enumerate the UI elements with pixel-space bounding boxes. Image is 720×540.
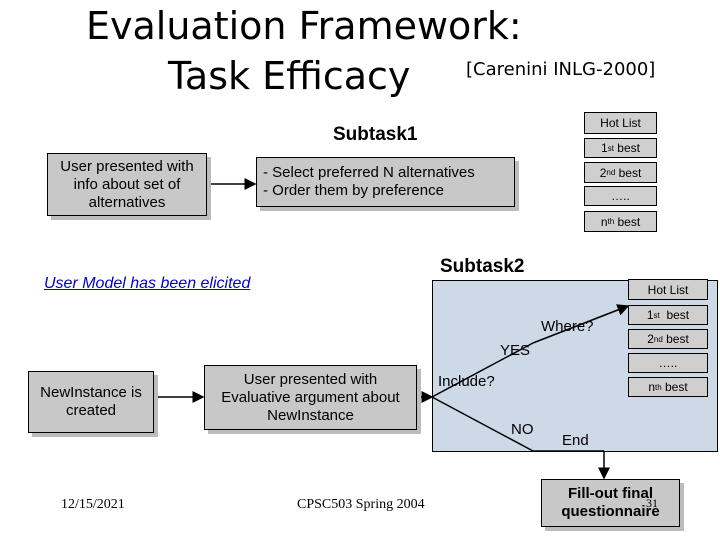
- newinstance-text: NewInstance is created: [40, 384, 142, 419]
- hotlist2-title: Hot List: [628, 279, 708, 300]
- user-info-box: User presented with info about set of al…: [47, 153, 207, 216]
- hotlist1-item-rest: best: [615, 165, 642, 180]
- user-model-label: User Model has been elicited: [44, 275, 251, 292]
- hotlist2-item-rest: best: [661, 380, 688, 394]
- hotlist1-item-rest: best: [614, 214, 641, 229]
- hotlist1-item-sup: nd: [606, 168, 616, 177]
- citation: [Carenini INLG-2000]: [466, 59, 656, 80]
- select-order-text: - Select preferred N alternatives - Orde…: [263, 164, 475, 200]
- hotlist2-item-num: 2: [647, 332, 654, 346]
- include-label: Include?: [438, 373, 495, 390]
- select-order-box: - Select preferred N alternatives - Orde…: [256, 157, 515, 207]
- hotlist2-item-sup: th: [655, 382, 662, 392]
- hotlist2-item: …..: [628, 353, 708, 373]
- hotlist2-item-num: 1: [646, 308, 654, 322]
- hotlist1-title: Hot List: [584, 112, 657, 134]
- hotlist1-item: …..: [584, 186, 657, 206]
- hotlist1-title-text: Hot List: [600, 116, 641, 130]
- questionnaire-box: Fill-out final questionnaire: [541, 479, 680, 527]
- where-label: Where?: [541, 318, 594, 335]
- hotlist1-item-rest: best: [613, 141, 640, 155]
- end-label: End: [562, 432, 589, 449]
- hotlist1-item-num: 2: [599, 165, 607, 180]
- user-info-text: User presented with info about set of al…: [60, 157, 194, 211]
- title-line2: Task Efficacy: [168, 54, 411, 98]
- argument-box: User presented with Evaluative argument …: [204, 365, 417, 430]
- hotlist1-item-sup: st: [607, 143, 614, 153]
- hotlist1-item-sup: th: [607, 217, 615, 226]
- order-line: - Order them by preference: [263, 182, 444, 199]
- diamond-edge-top-left: [431, 342, 534, 398]
- title-line1: Evaluation Framework:: [86, 4, 522, 48]
- no-label: NO: [511, 421, 534, 438]
- hotlist2-item-rest: …..: [658, 356, 678, 370]
- subtask2-label: Subtask2: [440, 256, 525, 277]
- hotlist2-item-rest: best: [662, 332, 689, 346]
- select-line: - Select preferred N alternatives: [263, 164, 475, 181]
- hotlist1-item-num: 1: [601, 141, 608, 155]
- footer-course: CPSC503 Spring 2004: [297, 497, 425, 512]
- argument-text: User presented with Evaluative argument …: [221, 370, 400, 424]
- hotlist2-item-rest: best: [659, 308, 690, 322]
- hotlist2-title-text: Hot List: [647, 282, 689, 297]
- diamond-edge-bottom-left: [431, 396, 534, 452]
- footer-date: 12/15/2021: [61, 497, 125, 512]
- yes-label: YES: [500, 342, 531, 359]
- questionnaire-text: Fill-out final questionnaire: [561, 485, 660, 520]
- hotlist1-item-rest: …..: [611, 189, 630, 203]
- hotlist2-item-sup: nd: [653, 334, 663, 344]
- hotlist1-item-num: n: [600, 214, 608, 229]
- page-number: 31: [646, 496, 658, 510]
- arrow-yes-to-hotlist: [532, 304, 630, 344]
- newinstance-box: NewInstance is created: [28, 371, 154, 433]
- hotlist2-item-num: n: [648, 380, 655, 394]
- hotlist2-item-sup: st: [653, 310, 660, 320]
- subtask1-label: Subtask1: [333, 124, 418, 145]
